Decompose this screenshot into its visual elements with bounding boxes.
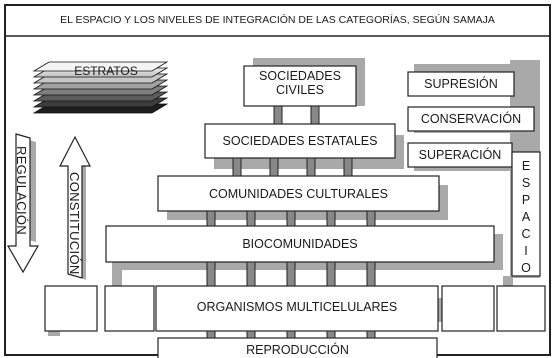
stratum-top	[32, 61, 169, 72]
connector	[206, 330, 216, 339]
superacion-label: SUPERACIÓN	[418, 148, 502, 162]
box-cultural-communities	[157, 175, 440, 212]
reproduction-label: REPRODUCCIÓN	[246, 343, 349, 357]
box-multicellular-organisms	[155, 285, 439, 332]
regulation-label: REGULACIÓN	[14, 146, 29, 235]
connector	[246, 210, 256, 227]
civil-societies-line-1: SOCIEDADES	[259, 69, 341, 83]
box-conservacion	[407, 106, 535, 132]
state-societies-label: SOCIEDADES ESTATALES	[222, 134, 378, 148]
espacio-label: E S P A C I O	[521, 159, 531, 275]
box-supresion	[407, 71, 515, 97]
connector	[232, 157, 242, 177]
civil-societies-label: SOCIEDADES CIVILES	[244, 69, 356, 98]
connector	[326, 261, 336, 287]
connector	[310, 105, 320, 125]
box-state-societies	[204, 123, 396, 159]
box-reproduction	[157, 337, 438, 358]
regulation-arrow	[6, 133, 40, 274]
box-column-4	[496, 285, 546, 332]
constitution-label: CONSTITUCIÓN	[67, 172, 82, 275]
connector	[366, 261, 376, 287]
strata-stack	[32, 61, 169, 114]
box-espacio	[511, 151, 541, 277]
connector	[206, 210, 216, 227]
box-civil-societies	[243, 65, 357, 107]
connector	[246, 261, 256, 287]
civil-societies-line-2: CIVILES	[276, 83, 324, 98]
multicellular-organisms-label: ORGANISMOS MULTICELULARES	[196, 300, 398, 314]
box-biocommunities	[105, 225, 495, 263]
connector	[286, 330, 296, 339]
biocommunities-label: BIOCOMUNIDADES	[242, 237, 358, 251]
connector	[246, 330, 256, 339]
connector	[366, 330, 376, 339]
connector	[273, 105, 283, 125]
supresion-label: SUPRESIÓN	[424, 77, 498, 91]
connector	[206, 261, 216, 287]
box-column-2	[104, 285, 155, 332]
box-column-3	[441, 285, 495, 332]
constitution-arrow	[59, 135, 91, 279]
diagram-title: EL ESPACIO Y LOS NIVELES DE INTEGRACIÓN …	[60, 14, 495, 26]
connector	[286, 210, 296, 227]
strata-label: ESTRATOS	[74, 64, 138, 78]
box-superacion	[407, 142, 513, 168]
boxes	[44, 65, 546, 358]
connector	[326, 210, 336, 227]
conservacion-label: CONSERVACIÓN	[420, 112, 522, 126]
connector	[366, 210, 376, 227]
box-column-1	[44, 285, 98, 332]
connectors	[206, 105, 376, 339]
connector	[343, 157, 353, 177]
connector	[306, 157, 316, 177]
connector	[326, 330, 336, 339]
connector	[269, 157, 279, 177]
cultural-communities-label: COMUNIDADES CULTURALES	[209, 187, 388, 201]
connector	[286, 261, 296, 287]
